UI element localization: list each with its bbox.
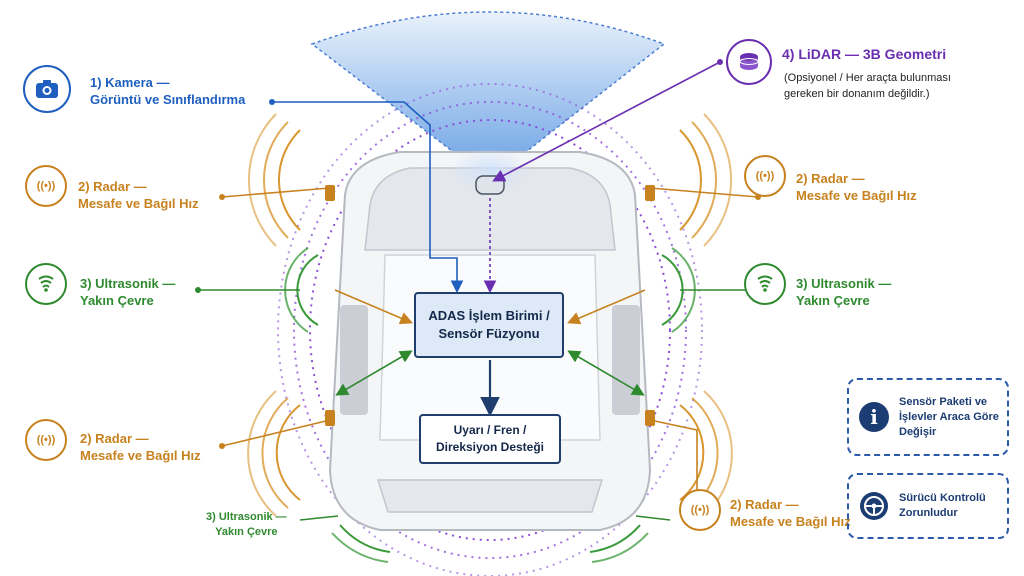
- radar-label-line2: Mesafe ve Bağıl Hız: [78, 196, 199, 211]
- ultrasonic-label-line1: 3) Ultrasonik —: [796, 276, 892, 291]
- info-icon: i: [859, 402, 889, 432]
- radar-icon: ((•)): [755, 170, 775, 182]
- ultrasonic-label-line2: Yakın Çevre: [796, 293, 870, 308]
- info-line3: Değişir: [899, 425, 937, 438]
- lidar-note-line2: gereken bir donanım değildir.): [784, 88, 930, 100]
- adas-line1: ADAS İşlem Birimi /: [428, 308, 550, 323]
- radar-label-line2: Mesafe ve Bağıl Hız: [730, 514, 851, 529]
- camera-icon: [34, 77, 60, 101]
- lidar-icon: [737, 49, 761, 75]
- driver-line1: Sürücü Kontrolü: [899, 492, 986, 504]
- radar-rear-right-label: 2) Radar — Mesafe ve Bağıl Hız: [730, 496, 851, 530]
- radar-rear-left-label: 2) Radar — Mesafe ve Bağıl Hız: [80, 430, 201, 464]
- output-line2: Direksiyon Desteği: [435, 440, 545, 454]
- info-line2: İşlevler Araca Göre: [899, 410, 999, 423]
- ultrasonic-label-line1: 3) Ultrasonik —: [206, 511, 287, 523]
- camera-label: 1) Kamera — Görüntü ve Sınıflandırma: [90, 74, 245, 108]
- driver-box: Sürücü Kontrolü Zorunludur: [847, 473, 1009, 539]
- driver-line2: Zorunludur: [899, 507, 958, 519]
- connector-lines: [195, 59, 785, 521]
- ultrasonic-label-line1: 3) Ultrasonik —: [80, 276, 176, 291]
- camera-label-line1: 1) Kamera —: [90, 75, 170, 90]
- radar-label-line1: 2) Radar —: [78, 179, 147, 194]
- radar-icon: ((•)): [36, 434, 56, 446]
- adas-processing-unit: ADAS İşlem Birimi / Sensör Füzyonu: [414, 292, 564, 358]
- lidar-note: (Opsiyonel / Her araçta bulunması gereke…: [784, 70, 951, 102]
- camera-label-line2: Görüntü ve Sınıflandırma: [90, 92, 246, 107]
- radar-icon: ((•)): [36, 180, 56, 192]
- lidar-scan-rings: [277, 83, 703, 576]
- radar-icon: ((•)): [690, 504, 710, 516]
- ultrasonic-right-label: 3) Ultrasonik — Yakın Çevre: [796, 275, 891, 309]
- ultrasonic-label-line2: Yakın Çevre: [80, 293, 154, 308]
- radar-front-left-label: 2) Radar — Mesafe ve Bağıl Hız: [78, 178, 199, 212]
- radar-label-line1: 2) Radar —: [730, 497, 799, 512]
- radar-front-right-label: 2) Radar — Mesafe ve Bağıl Hız: [796, 170, 917, 204]
- lidar-note-line1: (Opsiyonel / Her araçta bulunması: [784, 72, 951, 84]
- ultrasonic-icon: [753, 272, 777, 296]
- radar-label-line2: Mesafe ve Bağıl Hız: [80, 448, 201, 463]
- radar-label-line1: 2) Radar —: [80, 431, 149, 446]
- output-action-box: Uyarı / Fren / Direksiyon Desteği: [419, 414, 561, 464]
- ultrasonic-label-line2: Yakın Çevre: [215, 526, 278, 538]
- lidar-title: 4) LiDAR — 3B Geometri: [782, 46, 947, 62]
- ultrasonic-left-label: 3) Ultrasonik — Yakın Çevre: [80, 275, 175, 309]
- info-box: i Sensör Paketi ve İşlevler Araca Göre D…: [847, 378, 1009, 456]
- lidar-unit: [475, 175, 505, 195]
- radar-label-line1: 2) Radar —: [796, 171, 865, 186]
- output-line1: Uyarı / Fren /: [453, 423, 527, 437]
- adas-line2: Sensör Füzyonu: [438, 326, 540, 341]
- ultrasonic-icon: [34, 272, 58, 296]
- radar-label-line2: Mesafe ve Bağıl Hız: [796, 188, 917, 203]
- info-line1: Sensör Paketi ve: [899, 395, 988, 408]
- ultrasonic-rear-label: 3) Ultrasonik — Yakın Çevre: [206, 510, 287, 540]
- steering-wheel-icon: [859, 491, 889, 521]
- camera-field-of-view: [310, 11, 666, 181]
